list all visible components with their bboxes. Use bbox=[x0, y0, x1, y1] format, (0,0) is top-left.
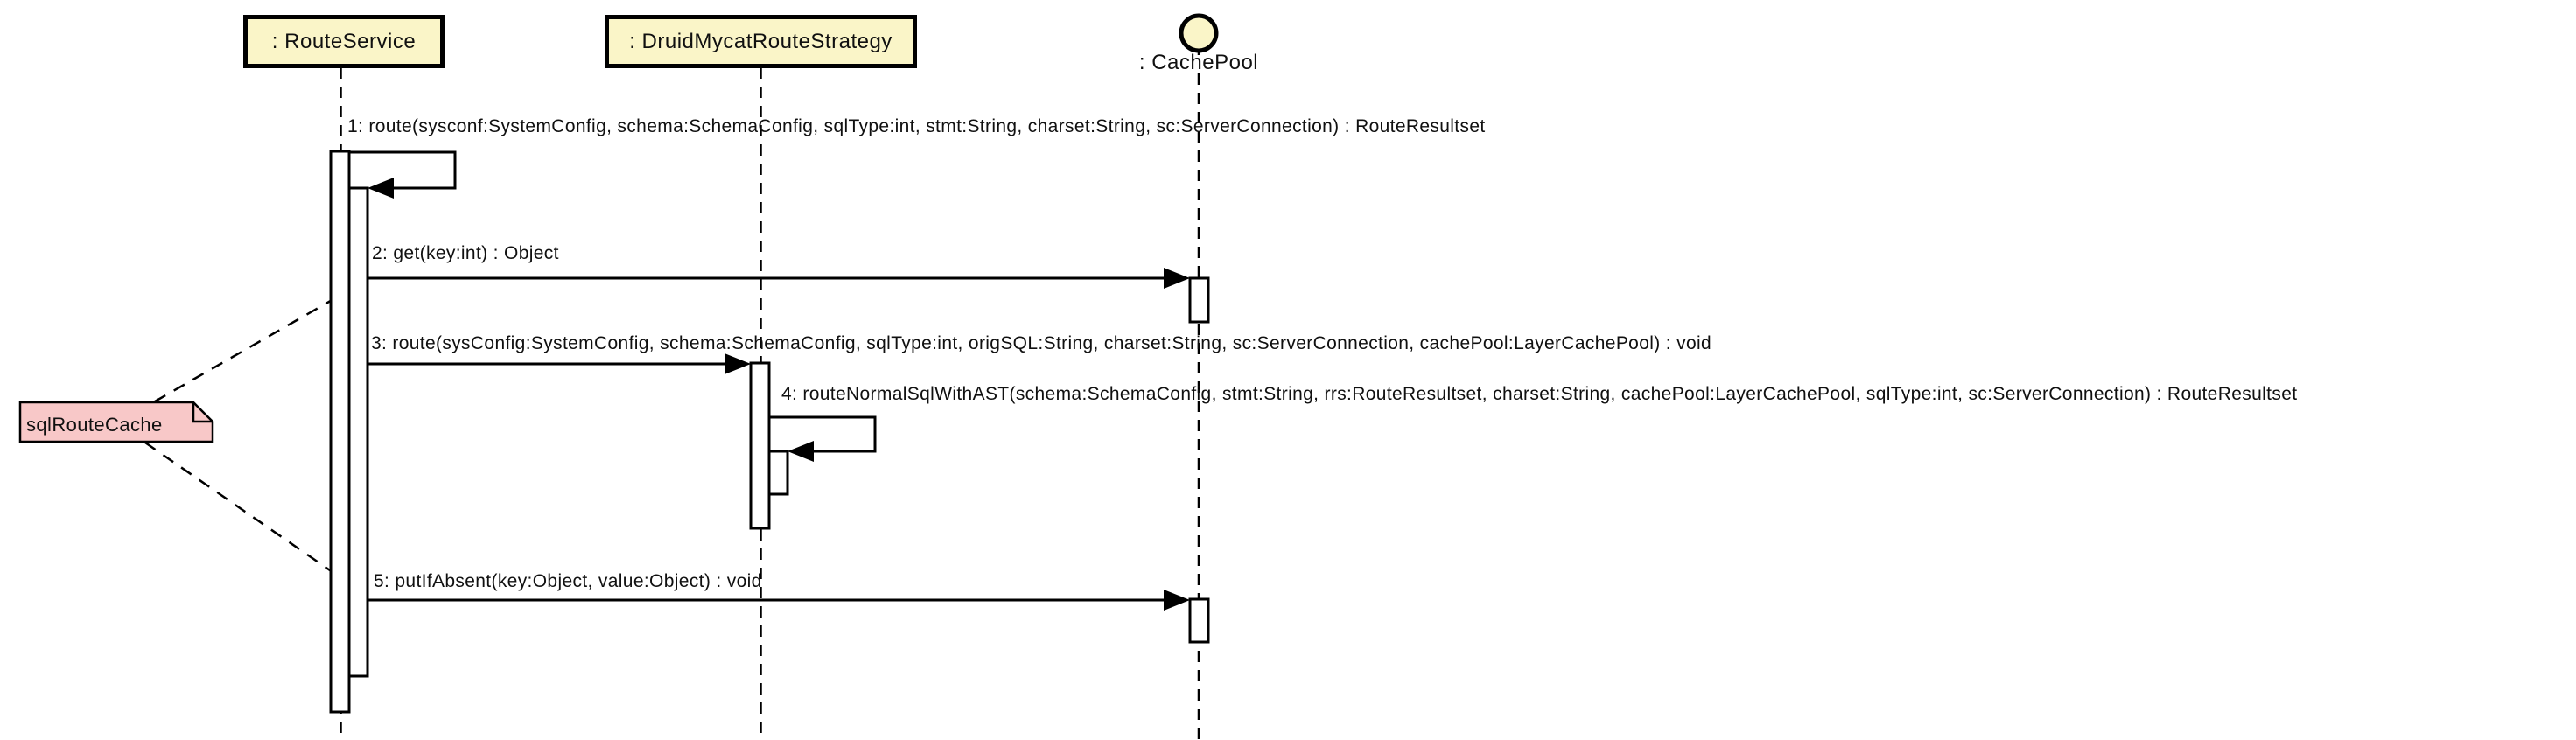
participant-routeservice-label: : RouteService bbox=[271, 29, 416, 53]
message-4-arrowhead bbox=[788, 441, 814, 462]
message-3-arrowhead bbox=[724, 353, 751, 374]
participant-druidmycatroutestrategy-label: : DruidMycatRouteStrategy bbox=[629, 29, 892, 53]
message-4-label: 4: routeNormalSqlWithAST(schema:SchemaCo… bbox=[781, 384, 2298, 404]
activation-cachepool-get bbox=[1188, 276, 1210, 324]
participant-cachepool-label: : CachePool bbox=[1138, 51, 1259, 74]
participant-routeservice: : RouteService bbox=[243, 15, 444, 68]
message-1-self-arrow-line bbox=[349, 150, 457, 190]
note-connector-to-message-5 bbox=[144, 441, 365, 596]
note-connector-to-message-2 bbox=[154, 280, 365, 403]
cachepool-entity-circle-icon bbox=[1179, 13, 1219, 53]
note-shape bbox=[18, 401, 214, 443]
message-2-label: 2: get(key:int) : Object bbox=[372, 243, 559, 263]
note-label: sqlRouteCache bbox=[26, 414, 163, 436]
message-1-arrowhead bbox=[368, 178, 394, 199]
note-fold-icon bbox=[192, 402, 213, 423]
activation-cachepool-putifabsent bbox=[1188, 597, 1210, 644]
activation-routeservice-outer bbox=[329, 150, 351, 714]
message-2-arrowhead bbox=[1164, 268, 1190, 289]
message-3-label: 3: route(sysConfig:SystemConfig, schema:… bbox=[371, 333, 1712, 353]
message-1-label: 1: route(sysconf:SystemConfig, schema:Sc… bbox=[347, 116, 1486, 136]
message-4-self-arrow-line bbox=[769, 415, 877, 453]
participant-druidmycatroutestrategy: : DruidMycatRouteStrategy bbox=[605, 15, 917, 68]
activation-druidmycatroutestrategy-inner bbox=[767, 450, 789, 496]
activation-routeservice-inner bbox=[347, 186, 369, 678]
activation-druidmycatroutestrategy bbox=[749, 361, 771, 530]
message-5-arrowhead bbox=[1164, 590, 1190, 611]
message-5-label: 5: putIfAbsent(key:Object, value:Object)… bbox=[374, 571, 762, 591]
